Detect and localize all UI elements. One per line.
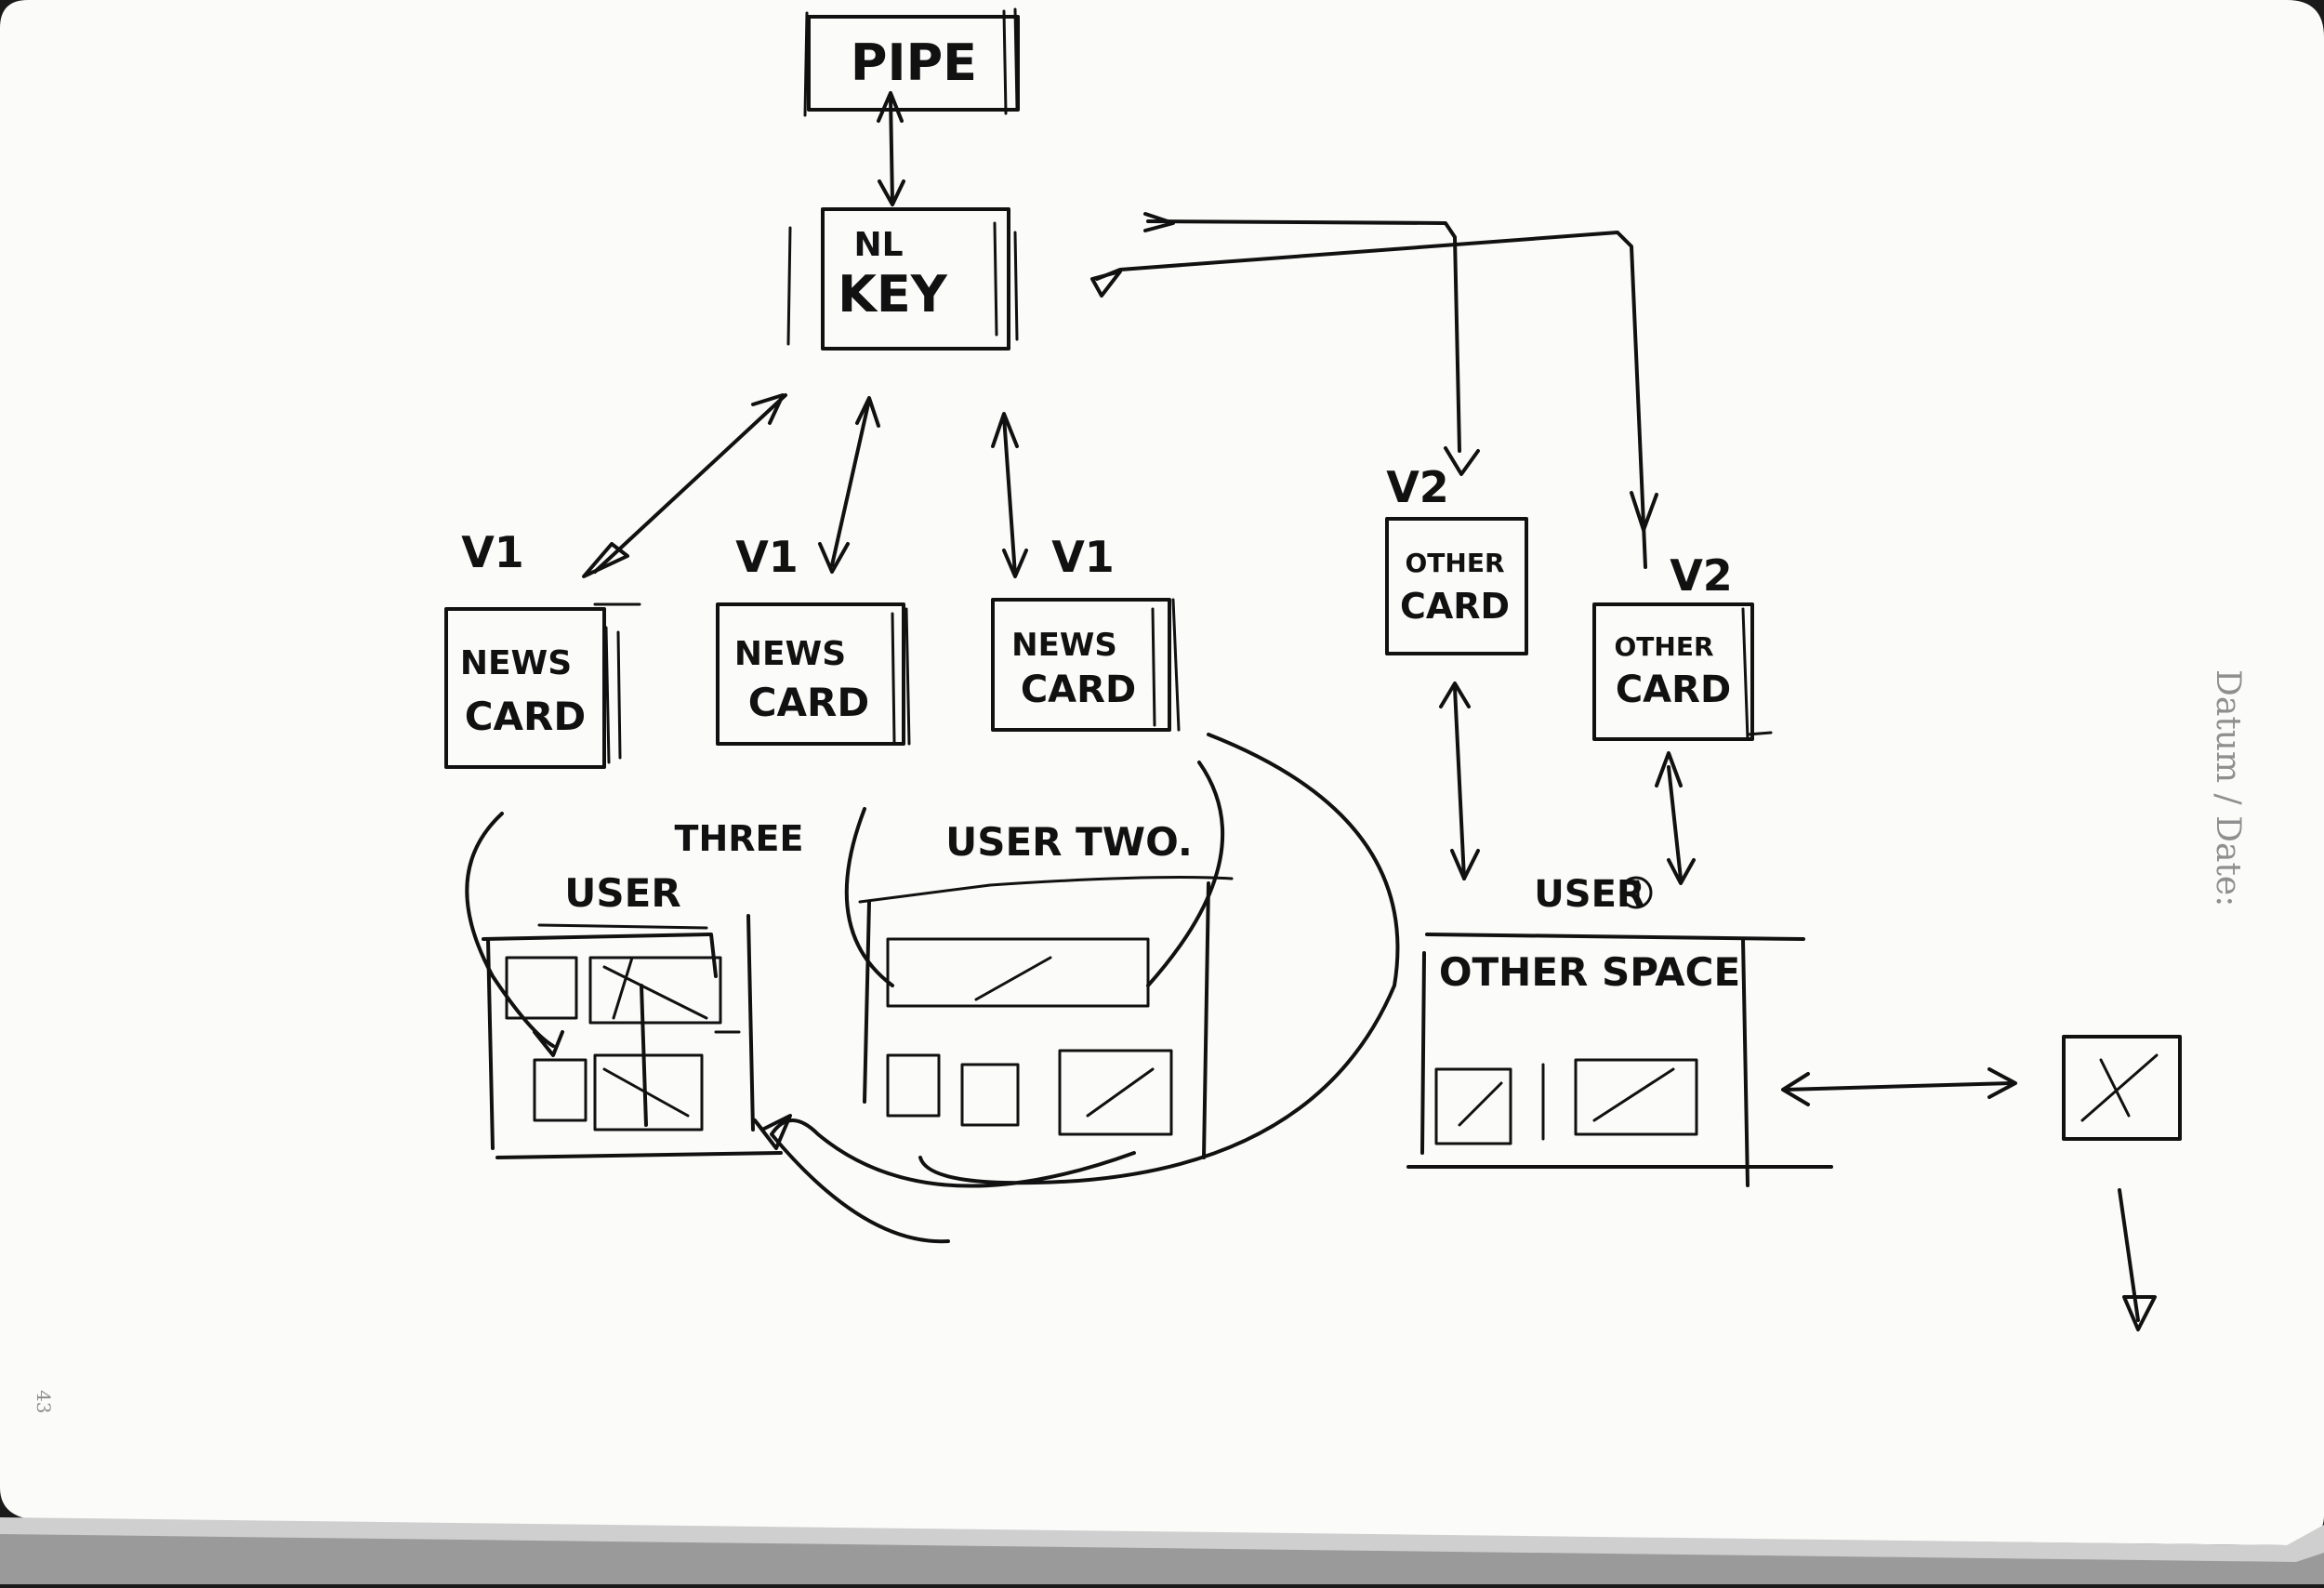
other-card-2-label-2: CARD <box>1616 668 1731 711</box>
user-one-space: USER OTHER SPACE <box>1406 873 1833 1187</box>
v1-label-c: V1 <box>1051 532 1115 582</box>
user-two-label: USER TWO. <box>945 819 1193 865</box>
external-node <box>1781 1035 2182 1331</box>
user-three-label-2: USER <box>564 870 680 916</box>
news-card-2-label-2: CARD <box>748 680 870 725</box>
user-three-space: THREE USER <box>465 812 804 1159</box>
paper-sheet <box>0 0 2324 1545</box>
other-card-2: OTHER CARD <box>1592 602 1773 741</box>
news-card-3-label-2: CARD <box>1021 668 1136 711</box>
pipe-label: PIPE <box>851 33 977 92</box>
nl-key-node: NL KEY <box>786 207 1019 351</box>
news-card-1: NEWS CARD <box>444 602 641 769</box>
news-card-3: NEWS CARD <box>991 598 1181 732</box>
v2-label-a: V2 <box>1386 462 1449 512</box>
news-card-3-label-1: NEWS <box>1011 627 1117 664</box>
date-field-label: Datum / Date: <box>2209 669 2247 906</box>
v2-label-b: V2 <box>1670 550 1733 601</box>
v1-label-a: V1 <box>461 527 524 577</box>
nl-key-label-2: KEY <box>838 265 948 324</box>
user-two-space: USER TWO. <box>844 761 1234 1159</box>
pipe-key-connector <box>877 91 905 206</box>
other-space-label: OTHER SPACE <box>1439 949 1740 995</box>
nl-key-label-1: NL <box>853 226 903 264</box>
news-card-1-label-1: NEWS <box>460 644 572 682</box>
other-card-1-label-2: CARD <box>1400 586 1510 627</box>
loop-arrowhead <box>753 1114 792 1150</box>
v1-label-b: V1 <box>735 532 799 582</box>
page-number: 43 <box>33 1390 55 1413</box>
user-one-number-circle <box>1619 876 1653 909</box>
other-card-2-label-1: OTHER <box>1614 631 1713 662</box>
pipe-node: PIPE <box>803 7 1020 117</box>
other-card-1: OTHER CARD <box>1385 517 1528 655</box>
key-to-v1-connectors <box>582 393 1028 578</box>
page-stack-shadow <box>0 1534 2324 1584</box>
other-card-to-space-connectors <box>1439 682 1696 885</box>
user-three-label-1: THREE <box>675 818 804 859</box>
news-card-1-label-2: CARD <box>465 694 587 739</box>
loop-connector <box>770 733 1400 1244</box>
news-card-2-label-1: NEWS <box>734 635 846 673</box>
version-labels: V1 V1 V1 V2 V2 <box>461 462 1733 601</box>
other-card-1-label-1: OTHER <box>1405 548 1504 578</box>
news-card-2: NEWS CARD <box>716 602 911 746</box>
key-to-v2-connectors <box>1090 212 1658 569</box>
